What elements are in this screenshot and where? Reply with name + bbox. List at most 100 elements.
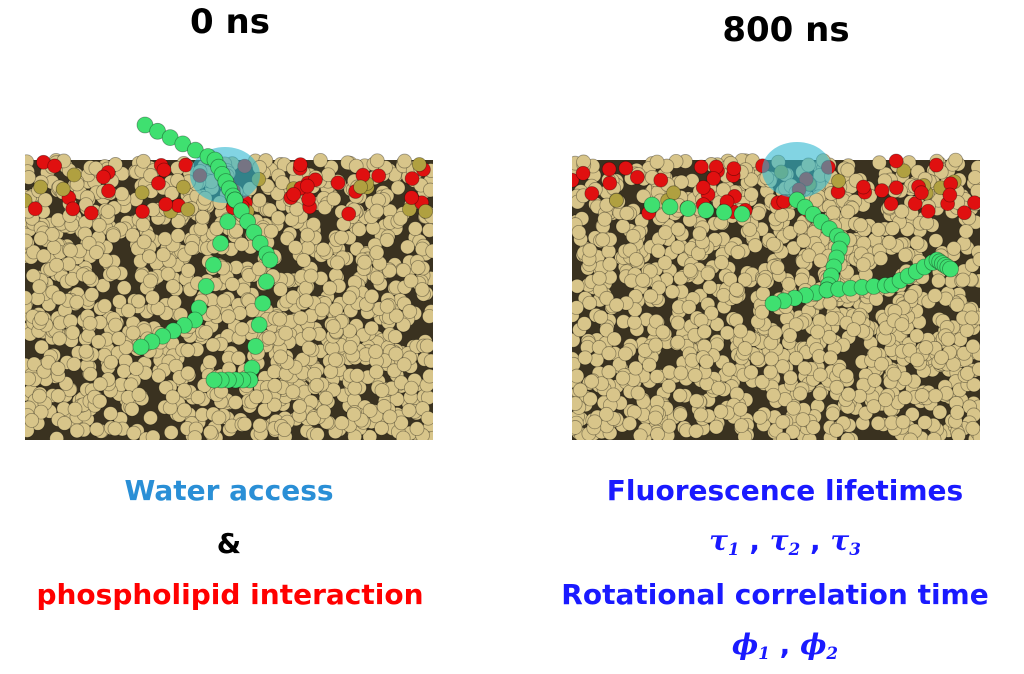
lipid-atom	[25, 170, 37, 185]
lipid-atom	[315, 241, 331, 257]
lipid-atom	[403, 380, 419, 396]
lipid-atom	[940, 331, 956, 347]
lipid-atom	[572, 332, 581, 348]
lipid-atom	[770, 260, 785, 276]
lipid-atom	[648, 313, 664, 329]
lipid-atom	[422, 182, 433, 198]
lipid-atom	[628, 360, 644, 376]
lipid-atom	[917, 415, 933, 430]
lipid-atom	[670, 239, 686, 255]
lipid-atom	[202, 424, 218, 440]
lipid-atom	[841, 386, 856, 402]
headgroup-atom	[156, 162, 172, 178]
lipid-atom	[69, 294, 85, 310]
headgroup-atom	[83, 205, 99, 221]
lipid-atom	[577, 350, 593, 366]
headgroup-atom	[883, 196, 899, 212]
lipid-atom	[625, 228, 641, 244]
lipid-atom	[82, 366, 98, 382]
lipid-atom	[34, 339, 49, 355]
lipid-atom	[131, 293, 146, 309]
lipid-atom	[49, 257, 64, 273]
lipid-atom	[971, 361, 980, 377]
headgroup-atom	[706, 171, 721, 186]
headgroup-atom	[293, 157, 308, 173]
lipid-atom	[195, 209, 211, 225]
lipid-atom	[136, 153, 151, 169]
lipid-atom	[63, 243, 78, 258]
lipid-atom	[951, 428, 966, 440]
lipid-atom	[635, 272, 651, 288]
probe-atom	[715, 203, 733, 221]
lipid-atom	[840, 432, 856, 440]
lipid-atom	[57, 415, 72, 431]
lipid-atom	[598, 406, 614, 422]
lipid-atom	[273, 349, 288, 365]
tau-symbols: τ1 , τ2 , τ3	[709, 524, 861, 560]
lipid-atom	[369, 270, 385, 286]
lipid-atom	[111, 331, 127, 346]
lipid-atom	[615, 218, 631, 234]
lipid-atom	[648, 337, 664, 353]
headgroup-atom	[629, 169, 645, 185]
water-access-label: Water access	[124, 474, 334, 507]
lipid-atom	[829, 379, 845, 395]
lipid-atom	[422, 368, 433, 384]
lipid-atom	[641, 357, 657, 373]
lipid-atom	[288, 240, 303, 255]
lipid-atom	[650, 243, 666, 259]
lipid-atom	[873, 251, 889, 266]
lipid-atom	[401, 403, 417, 418]
headgroup-atom	[286, 186, 302, 202]
lipid-atom	[261, 330, 277, 346]
lipid-atom	[782, 328, 798, 343]
lipid-atom	[572, 278, 585, 294]
lipid-atom	[82, 315, 98, 331]
lipid-atom	[742, 222, 758, 237]
lipid-atom	[606, 387, 621, 403]
lipid-atom	[823, 350, 838, 366]
lipid-atom	[587, 414, 603, 430]
lipid-atom	[251, 261, 267, 277]
headgroup-atom	[135, 204, 150, 219]
lipid-atom	[177, 382, 192, 398]
lipid-atom	[602, 256, 618, 272]
headgroup-atom	[299, 178, 315, 194]
lipid-atom	[388, 346, 404, 362]
lipid-atom	[650, 426, 665, 440]
lipid-atom	[765, 387, 781, 403]
lipid-atom	[763, 364, 778, 380]
lipid-atom	[125, 325, 141, 341]
lipid-atom	[649, 369, 665, 384]
headgroup-atom	[175, 179, 191, 195]
lipid-atom	[737, 341, 753, 356]
lipid-atom	[699, 354, 714, 370]
lipid-atom	[627, 314, 642, 330]
lipid-atom	[296, 252, 312, 268]
lipid-atom	[793, 219, 808, 235]
lipid-atom	[342, 339, 358, 355]
lipid-atom	[797, 360, 813, 376]
lipid-atom	[572, 224, 587, 240]
headgroup-atom	[956, 205, 972, 221]
lipid-atom	[902, 342, 918, 358]
lipid-atom	[904, 407, 920, 422]
lipid-atom	[126, 425, 142, 440]
lipid-atom	[216, 293, 232, 309]
lipid-atom	[700, 266, 716, 282]
lipid-atom	[157, 231, 173, 247]
lipid-atom	[681, 299, 697, 315]
lipid-atom	[609, 297, 625, 313]
lipid-atom	[374, 383, 390, 398]
lipid-atom	[949, 297, 965, 313]
lipid-atom	[927, 288, 943, 303]
lipid-atom	[752, 409, 768, 425]
lipid-atom	[368, 364, 384, 380]
lipid-atom	[894, 317, 910, 333]
lipid-atom	[714, 255, 729, 270]
lipid-atom	[965, 338, 980, 354]
headgroup-atom	[967, 195, 980, 211]
lipid-atom	[351, 222, 367, 237]
lipid-atom	[716, 287, 732, 303]
lipid-atom	[576, 316, 592, 332]
